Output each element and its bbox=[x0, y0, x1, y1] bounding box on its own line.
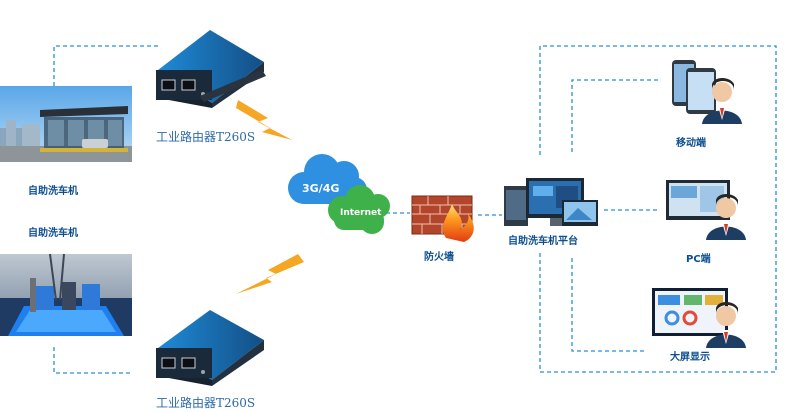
router-1-device bbox=[156, 30, 266, 108]
firewall-label: 防火墙 bbox=[424, 252, 454, 263]
big-screen-client-icon bbox=[652, 288, 746, 348]
station-2-label: 自助洗车机 bbox=[28, 228, 78, 239]
pc-client-icon bbox=[666, 180, 746, 240]
car-wash-station-1-image bbox=[0, 86, 132, 162]
firewall-icon bbox=[411, 195, 474, 242]
router-2-device bbox=[156, 310, 264, 386]
mobile-client-label: 移动端 bbox=[676, 138, 706, 149]
left-connectors bbox=[53, 45, 158, 374]
platform-monitors-icon bbox=[504, 178, 598, 226]
platform-label: 自助洗车机平台 bbox=[508, 236, 578, 247]
lightning-icon-bottom bbox=[236, 254, 304, 294]
mobile-client-icon bbox=[672, 60, 742, 124]
big-screen-client-label: 大屏显示 bbox=[670, 352, 710, 363]
router-2-label: 工业路由器T260S bbox=[156, 396, 256, 410]
right-connectors bbox=[386, 45, 777, 373]
cloud-internet-label: Internet bbox=[340, 208, 382, 218]
car-wash-station-2-image bbox=[0, 253, 132, 336]
pc-client-label: PC端 bbox=[686, 254, 711, 265]
cloud-icon bbox=[288, 154, 390, 234]
cloud-3g4g-label: 3G/4G bbox=[302, 182, 340, 195]
station-1-label: 自助洗车机 bbox=[28, 186, 78, 197]
lightning-icon-top bbox=[236, 100, 292, 140]
router-1-label: 工业路由器T260S bbox=[156, 130, 256, 144]
